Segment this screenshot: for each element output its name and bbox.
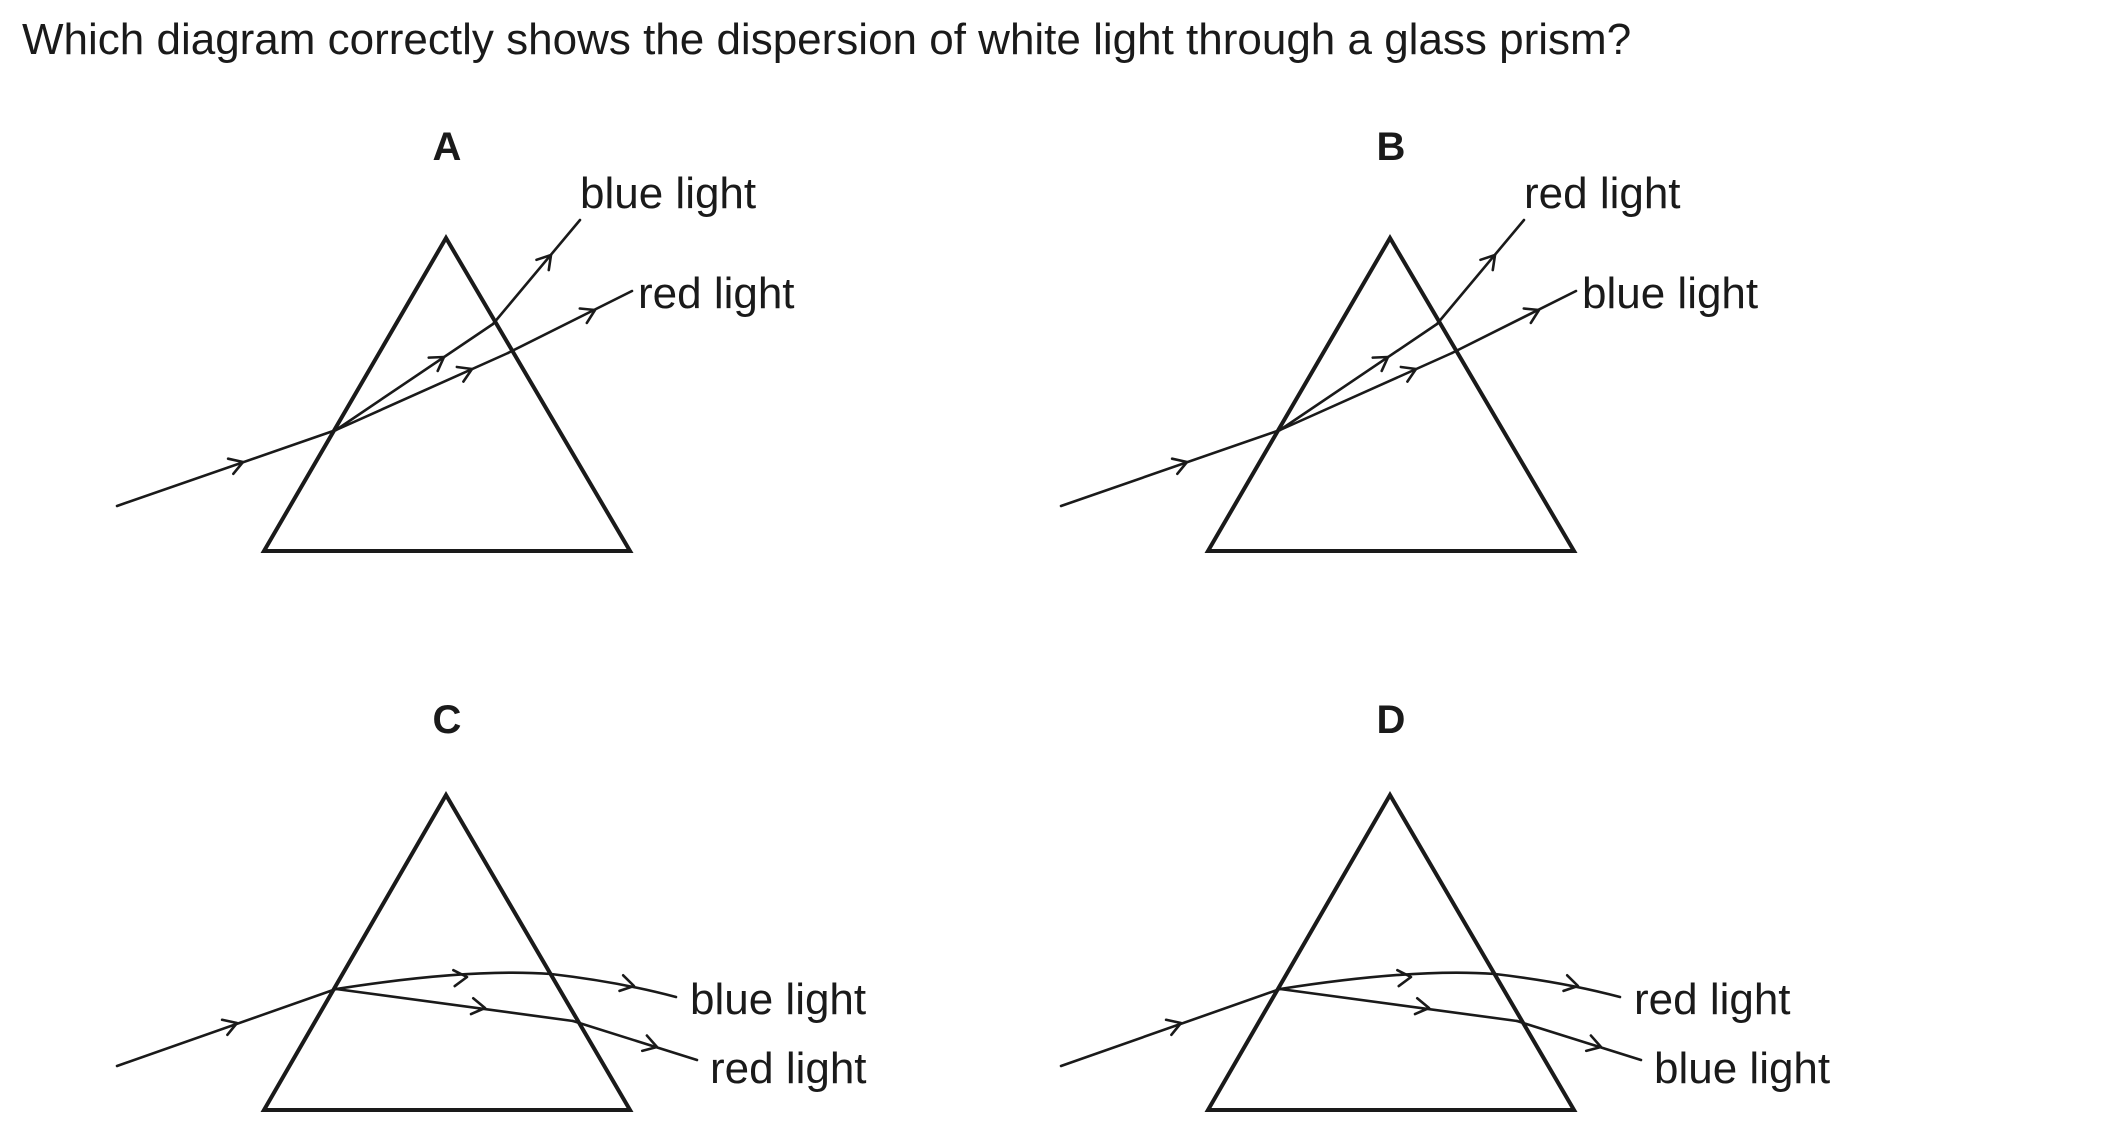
prism: [1204, 791, 1578, 1112]
arrow-icon: [452, 967, 469, 988]
option-a: A blue light red light: [115, 125, 795, 553]
lower-ray-label: red light: [638, 269, 795, 318]
upper-ray: [1278, 971, 1622, 999]
incident-ray: [1059, 987, 1282, 1068]
incident-ray: [115, 987, 338, 1068]
incident-ray: [115, 428, 338, 508]
upper-ray-exit: [1435, 218, 1526, 326]
option-b: B red light blue light: [1059, 125, 1758, 553]
prism: [260, 234, 634, 553]
option-c: C blue light red light: [115, 698, 867, 1112]
lower-ray-inside: [1278, 987, 1519, 1023]
lower-ray-inside: [1278, 351, 1454, 432]
lower-ray-exit: [1450, 289, 1578, 355]
option-letter: B: [1377, 125, 1406, 169]
lower-ray-exit: [1515, 1019, 1643, 1062]
upper-ray-label: red light: [1634, 975, 1791, 1024]
arrow-icon: [1396, 967, 1413, 988]
upper-ray-exit: [491, 218, 582, 326]
lower-ray-exit: [506, 289, 634, 355]
upper-ray-inside: [1278, 322, 1439, 432]
lower-ray-label: blue light: [1654, 1044, 1830, 1093]
upper-ray-inside: [334, 322, 495, 432]
lower-ray-exit: [571, 1019, 699, 1062]
lower-ray-inside: [334, 987, 575, 1023]
option-letter: C: [433, 698, 462, 742]
lower-ray-label: red light: [710, 1044, 867, 1093]
option-letter: D: [1377, 698, 1406, 742]
lower-ray-inside: [334, 351, 510, 432]
upper-ray-label: blue light: [580, 169, 756, 218]
option-d: D red light blue light: [1059, 698, 1830, 1112]
incident-ray: [1059, 428, 1282, 508]
question-text: Which diagram correctly shows the disper…: [22, 15, 1632, 64]
prism: [260, 791, 634, 1112]
lower-ray-label: blue light: [1582, 269, 1758, 318]
upper-ray-label: blue light: [690, 975, 866, 1024]
upper-ray-label: red light: [1524, 169, 1681, 218]
upper-ray: [334, 971, 678, 999]
prism: [1204, 234, 1578, 553]
option-letter: A: [433, 125, 462, 169]
